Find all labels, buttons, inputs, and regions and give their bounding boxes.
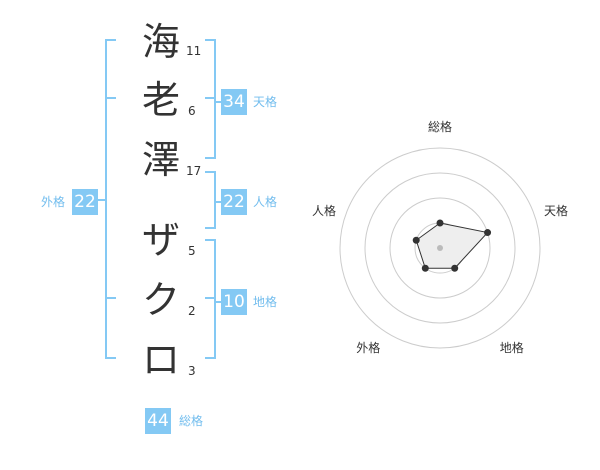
chikaku-label: 地格 <box>253 295 278 309</box>
radar-axis-label-5: 人格 <box>311 204 336 219</box>
name-char-4: ザ <box>141 218 180 262</box>
radar-point-2 <box>484 229 492 237</box>
stroke-count-6: 3 <box>188 364 196 378</box>
soukaku-label: 総格 <box>179 414 204 428</box>
name-char-1: 海 <box>141 20 180 64</box>
radar-grid-ring-4 <box>339 147 541 349</box>
radar-grid-ring-2 <box>389 197 491 299</box>
radar-point-4 <box>421 264 429 272</box>
stroke-count-1: 11 <box>186 44 202 58</box>
radar-axis-label-3: 地格 <box>499 340 524 355</box>
radar-point-1 <box>436 219 444 227</box>
chikaku-value-badge: 10 <box>221 289 247 315</box>
soukaku-value-badge: 44 <box>145 408 171 434</box>
radar-series-polygon <box>415 222 489 269</box>
name-char-3: 澤 <box>141 138 180 182</box>
radar-axis-label-4: 外格 <box>356 340 381 355</box>
radar-point-3 <box>451 264 459 272</box>
tenkaku-label: 天格 <box>253 95 278 109</box>
jinkaku-bracket <box>205 171 216 229</box>
jinkaku-label: 人格 <box>253 195 278 209</box>
radar-axis-label-2: 天格 <box>544 204 569 219</box>
tenkaku-value-badge: 34 <box>221 89 247 115</box>
radar-point-5 <box>412 236 420 244</box>
stroke-count-2: 6 <box>188 104 196 118</box>
gaikaku-label: 外格 <box>41 195 66 209</box>
stroke-count-5: 2 <box>188 304 196 318</box>
radar-grid-ring-3 <box>364 172 516 324</box>
name-char-6: ロ <box>141 338 180 382</box>
name-char-2: 老 <box>141 78 180 122</box>
jinkaku-value-badge: 22 <box>221 189 247 215</box>
gaikaku-value-badge: 22 <box>72 189 98 215</box>
name-char-5: ク <box>141 278 180 322</box>
radar-center-dot <box>437 245 443 251</box>
stroke-count-3: 17 <box>186 164 202 178</box>
stroke-count-4: 5 <box>188 244 196 258</box>
radar-axis-label-1: 総格 <box>428 120 453 134</box>
